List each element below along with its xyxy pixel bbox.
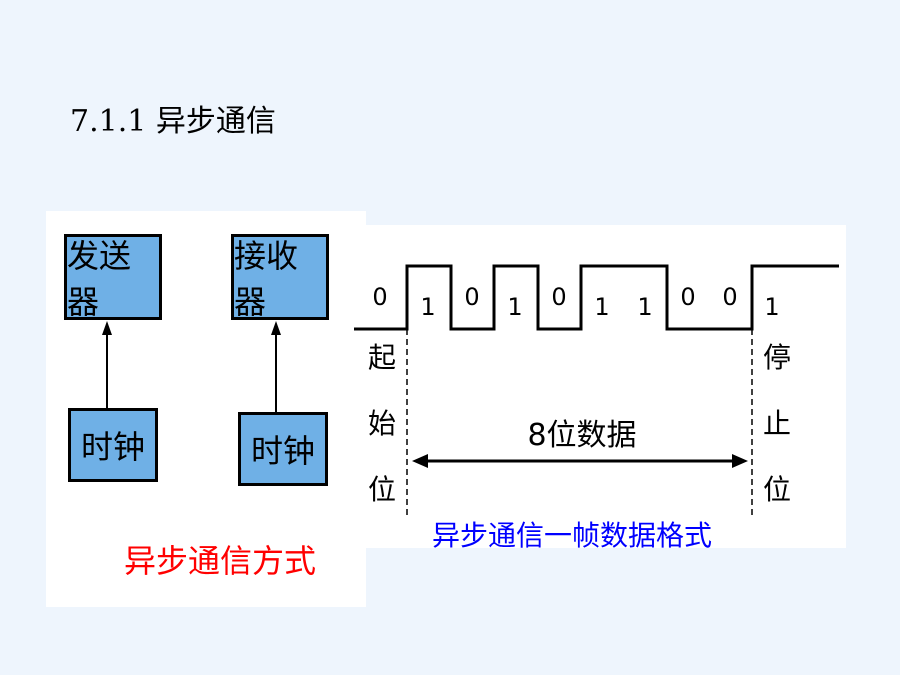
slide-title: 7.1.1 异步通信 (70, 104, 276, 139)
bit-7: 0 (680, 283, 695, 311)
data-bits-label: 8位数据 (527, 418, 636, 453)
frame-format-caption: 异步通信一帧数据格式 (432, 519, 712, 548)
start-label-char: 起 (368, 341, 396, 374)
bit-1: 1 (420, 293, 435, 321)
clock-box-left: 时钟 (68, 408, 158, 482)
bit-5: 1 (594, 293, 609, 321)
stop-label-char: 停 (763, 341, 791, 374)
bit-9: 1 (764, 293, 779, 321)
receiver-box: 接收器 (231, 234, 329, 321)
data-span-arrow-right (732, 454, 748, 468)
data-span-arrow-left (412, 454, 428, 468)
async-mode-caption: 异步通信方式 (124, 542, 317, 580)
stop-label-char: 位 (763, 473, 791, 506)
bit-3: 1 (507, 293, 522, 321)
frame-format-panel: 0 1 0 1 0 1 1 0 0 1 起 始 位 停 止 位 8位数据 异步通… (352, 225, 846, 548)
clock-arrows (102, 321, 281, 412)
bit-2: 0 (464, 283, 479, 311)
stop-bit-label: 停 止 位 (763, 341, 791, 506)
bit-8: 0 (722, 283, 737, 311)
async-mode-panel: 发送器 接收器 时钟 时钟 异步通信方式 (46, 211, 366, 607)
start-bit-label: 起 始 位 (368, 341, 396, 506)
frame-waveform: 0 1 0 1 0 1 1 0 0 1 起 始 位 停 止 位 8位数据 异步通… (354, 264, 839, 548)
arrow-head-left (102, 321, 112, 335)
bit-6: 1 (637, 293, 652, 321)
start-label-char: 位 (368, 473, 396, 506)
bit-4: 0 (551, 283, 566, 311)
bit-values: 0 1 0 1 0 1 1 0 0 1 (372, 283, 779, 321)
transmitter-box: 发送器 (64, 234, 162, 321)
start-label-char: 始 (368, 407, 396, 440)
arrow-head-right (271, 321, 281, 335)
signal-waveform (354, 264, 839, 331)
clock-box-right: 时钟 (238, 412, 328, 486)
bit-0: 0 (372, 283, 387, 311)
stop-label-char: 止 (763, 407, 791, 440)
